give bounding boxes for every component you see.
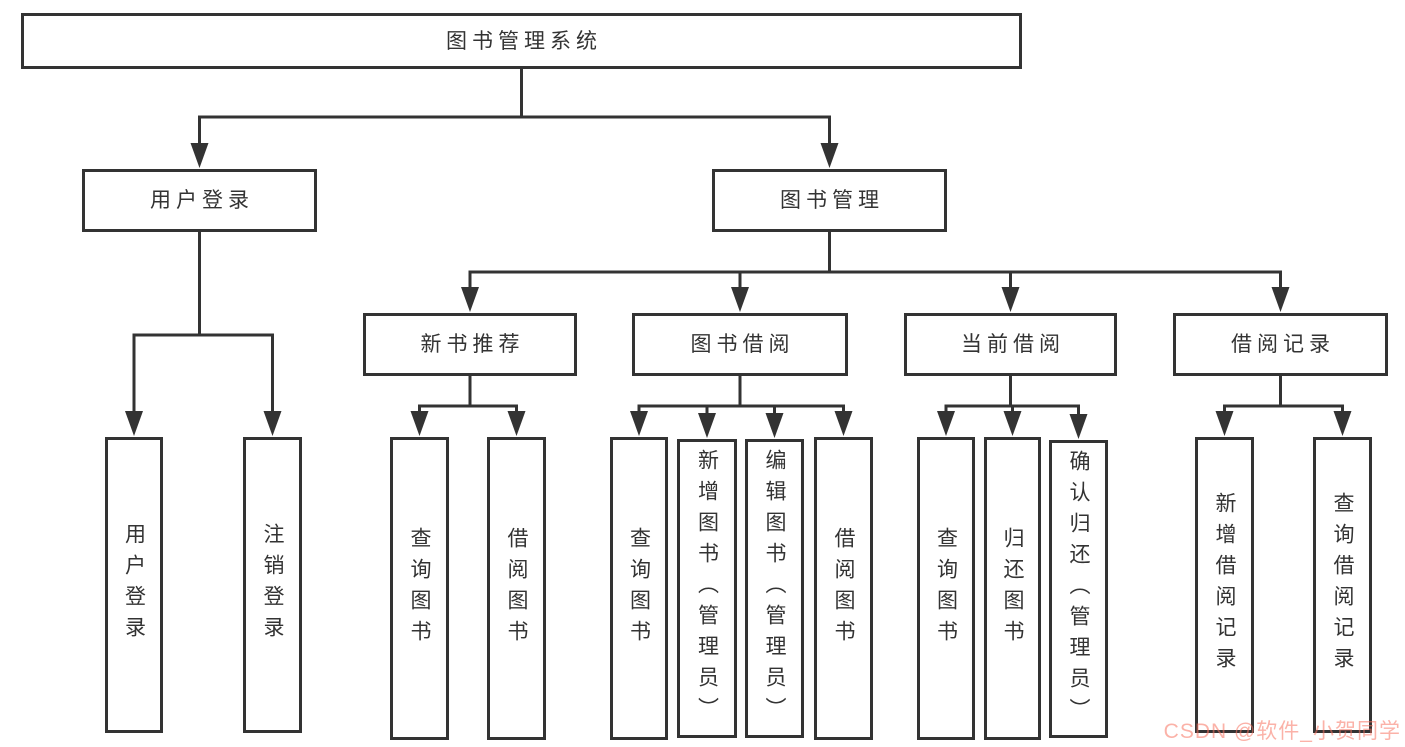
node-label: 注销登录 bbox=[261, 523, 284, 647]
node-login: 用户登录 bbox=[105, 437, 163, 733]
node-label: 借阅图书 bbox=[505, 526, 528, 651]
node-rec-query: 查询图书 bbox=[390, 437, 449, 740]
node-label: 用户登录 bbox=[122, 523, 146, 647]
node-label: 新增图书（管理员） bbox=[695, 449, 719, 728]
node-label: 新书推荐 bbox=[420, 333, 525, 356]
watermark: CSDN @软件_小贺同学 bbox=[1163, 720, 1401, 743]
node-logout: 注销登录 bbox=[243, 437, 302, 733]
node-cb-query: 查询图书 bbox=[917, 437, 975, 740]
node-label: 借阅图书 bbox=[832, 526, 855, 651]
node-cb-return: 归还图书 bbox=[984, 437, 1041, 740]
node-current-borrow: 当前借阅 bbox=[904, 313, 1117, 376]
node-book-mgmt: 图书管理 bbox=[712, 169, 947, 232]
node-br-add: 新增借阅记录 bbox=[1195, 437, 1254, 733]
node-label: 查询图书 bbox=[934, 526, 958, 651]
node-book-borrow: 图书借阅 bbox=[632, 313, 848, 376]
node-label: 图书借阅 bbox=[690, 333, 795, 356]
node-new-book-rec: 新书推荐 bbox=[363, 313, 577, 376]
node-label: 编辑图书（管理员） bbox=[763, 449, 786, 728]
node-label: 当前借阅 bbox=[961, 333, 1065, 356]
node-label: 查询借阅记录 bbox=[1331, 492, 1354, 678]
node-label: 图书管理系统 bbox=[446, 29, 602, 53]
node-root: 图书管理系统 bbox=[21, 13, 1022, 69]
node-br-query: 查询借阅记录 bbox=[1313, 437, 1372, 733]
node-label: 图书管理 bbox=[780, 189, 884, 212]
node-label: 借阅记录 bbox=[1231, 333, 1335, 356]
node-bb-borrow: 借阅图书 bbox=[814, 437, 873, 740]
node-rec-borrow: 借阅图书 bbox=[487, 437, 546, 740]
node-label: 确认归还（管理员） bbox=[1067, 449, 1090, 729]
node-label: 查询图书 bbox=[408, 526, 431, 651]
node-label: 查询图书 bbox=[627, 526, 651, 651]
node-label: 用户登录 bbox=[150, 189, 254, 212]
node-label: 新增借阅记录 bbox=[1213, 492, 1236, 678]
node-bb-edit: 编辑图书（管理员） bbox=[745, 439, 804, 738]
node-cb-confirm: 确认归还（管理员） bbox=[1049, 440, 1108, 738]
node-label: 归还图书 bbox=[1001, 526, 1024, 651]
node-bb-add: 新增图书（管理员） bbox=[677, 439, 737, 738]
node-bb-query: 查询图书 bbox=[610, 437, 668, 740]
node-borrow-records: 借阅记录 bbox=[1173, 313, 1388, 376]
node-user-login: 用户登录 bbox=[82, 169, 317, 232]
